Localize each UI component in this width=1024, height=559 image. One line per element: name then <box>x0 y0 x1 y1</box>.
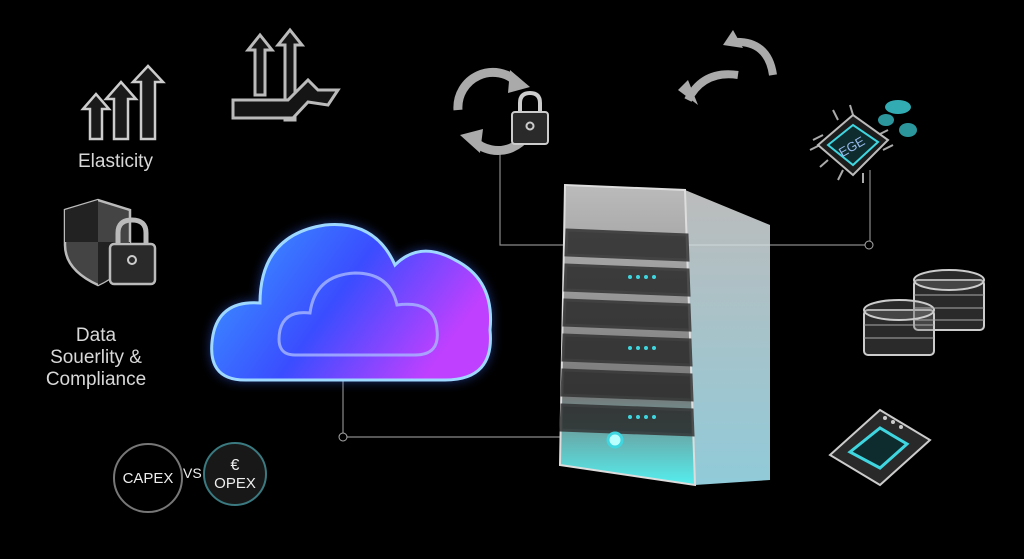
opex-badge: € OPEX <box>203 442 267 506</box>
processor-chip-icon <box>828 408 932 487</box>
edge-chip-icon: EGE <box>809 100 917 183</box>
vs-label: VS <box>183 465 202 481</box>
curved-arrows-icon <box>678 30 777 105</box>
sync-lock-icon <box>453 67 549 155</box>
shield-lock-icon <box>63 198 157 287</box>
data-sovereignty-label: Data Souerlity & Compliance <box>45 325 147 390</box>
merge-arrows-icon <box>231 27 341 122</box>
cloud-icon <box>210 223 493 382</box>
server-tower-icon <box>558 183 770 487</box>
capex-badge: CAPEX <box>113 443 183 513</box>
elasticity-arrows-icon <box>80 64 166 141</box>
elasticity-label: Elasticity <box>78 151 153 172</box>
storage-disks-icon <box>863 269 985 356</box>
